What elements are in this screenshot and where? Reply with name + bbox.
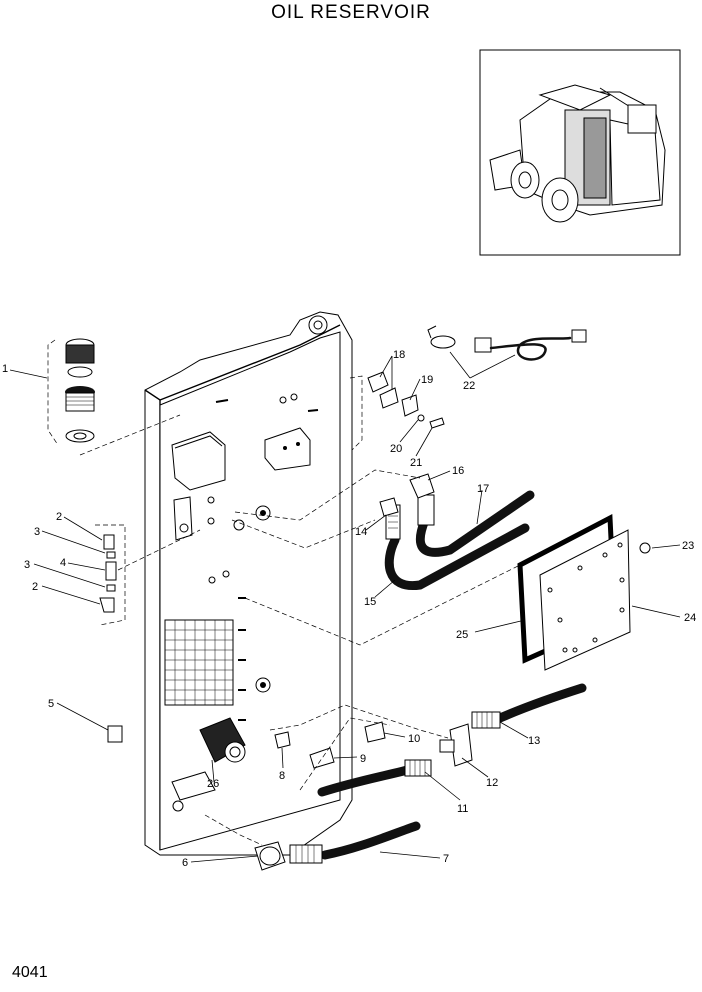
suction-strainer	[199, 717, 246, 763]
lower-hoses	[204, 683, 587, 871]
callout-4: 4	[60, 557, 66, 569]
callout-8: 8	[279, 770, 285, 782]
callout-20: 20	[390, 443, 402, 455]
callout-19: 19	[421, 374, 433, 386]
callout-21: 21	[410, 457, 422, 469]
cover-plate	[244, 513, 651, 671]
callout-2-lower: 2	[32, 581, 38, 593]
heater-cord	[427, 325, 587, 361]
diagram-title: OIL RESERVOIR	[271, 2, 431, 23]
callout-6: 6	[182, 857, 188, 869]
callout-3-lower: 3	[24, 559, 30, 571]
hose-clamps	[349, 371, 445, 451]
callout-22: 22	[463, 380, 475, 392]
callout-12: 12	[486, 777, 498, 789]
machine-inset	[479, 49, 681, 256]
sight-plug	[107, 725, 123, 743]
callout-17: 17	[477, 483, 489, 495]
callout-14: 14	[355, 526, 367, 538]
callout-15: 15	[364, 596, 376, 608]
callout-16: 16	[452, 465, 464, 477]
callout-23: 23	[682, 540, 694, 552]
drain-fittings	[95, 524, 201, 626]
callout-5: 5	[48, 698, 54, 710]
filler-cap-assembly	[47, 338, 181, 456]
callout-9: 9	[360, 753, 366, 765]
callout-10: 10	[408, 733, 420, 745]
reservoir-panel	[144, 311, 353, 856]
callout-3-upper: 3	[34, 526, 40, 538]
page-number: 4041	[12, 964, 48, 981]
callout-18: 18	[393, 349, 405, 361]
callout-26: 26	[207, 778, 219, 790]
callout-24: 24	[684, 612, 696, 624]
callout-labels: 1 2 3 4 3 2 5 6 7 8 9 10 11 12 13 14 15 …	[2, 349, 696, 869]
leader-lines	[9, 351, 681, 863]
callout-1: 1	[2, 363, 8, 375]
upper-hoses	[231, 469, 535, 590]
callout-7: 7	[443, 853, 449, 865]
callout-11: 11	[457, 803, 468, 815]
callout-25: 25	[456, 629, 468, 641]
callout-2-upper: 2	[56, 511, 62, 523]
callout-13: 13	[528, 735, 540, 747]
